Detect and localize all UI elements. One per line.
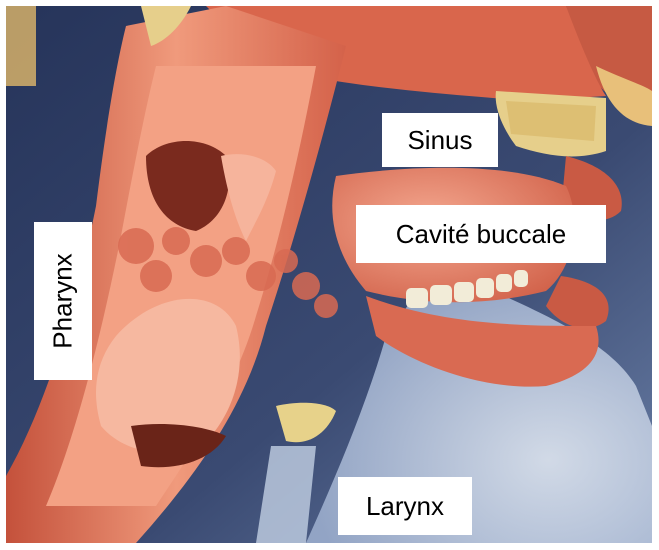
vertebra-bone [6, 6, 36, 86]
throat-cross-section-drawing [6, 6, 652, 543]
label-cavite-buccale-text: Cavité buccale [396, 221, 567, 247]
label-pharynx: Pharynx [34, 222, 92, 380]
label-larynx: Larynx [338, 477, 472, 535]
label-sinus-text: Sinus [407, 127, 472, 153]
illustration-frame [6, 6, 652, 543]
label-sinus: Sinus [382, 113, 498, 167]
label-cavite-buccale: Cavité buccale [356, 205, 606, 263]
label-pharynx-text: Pharynx [50, 253, 76, 348]
label-larynx-text: Larynx [366, 493, 444, 519]
